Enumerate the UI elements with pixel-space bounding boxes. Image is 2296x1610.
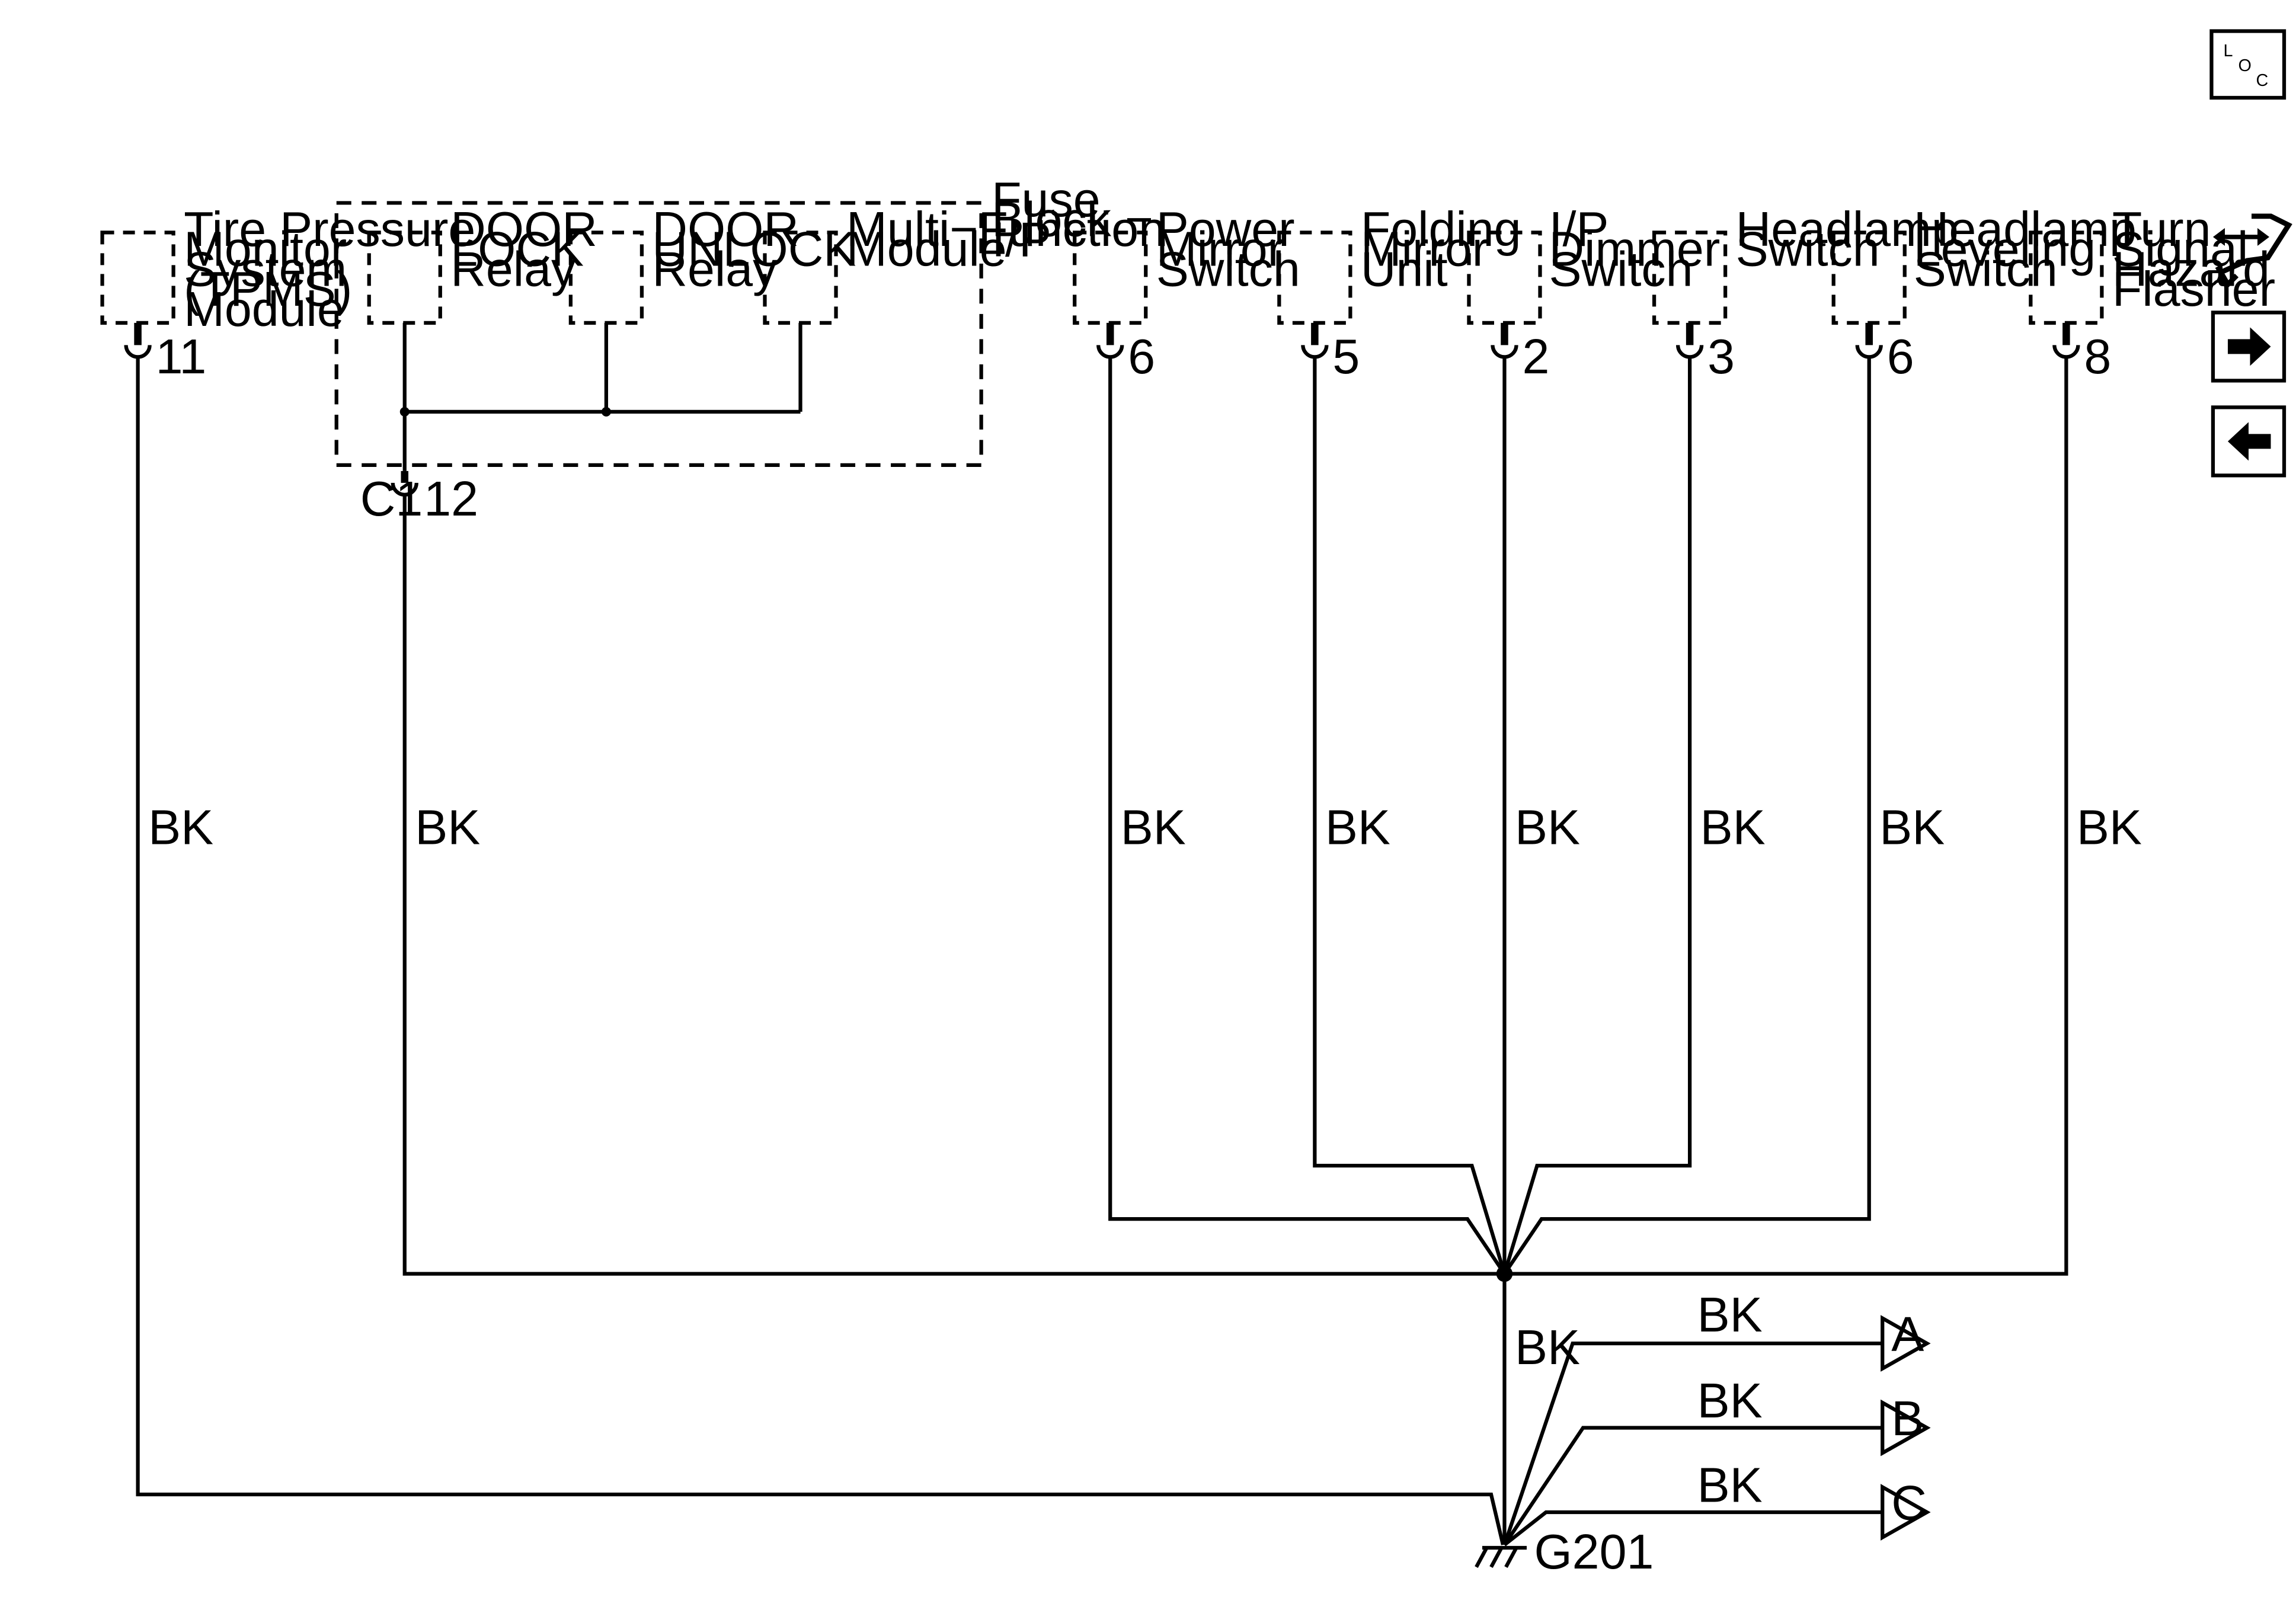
tpms-module-box: [100, 231, 175, 325]
headlamp-switch-label: Headlamp Switch: [1736, 202, 1972, 277]
power-mirror-switch-label: Power Mirror Switch: [1156, 202, 1309, 296]
destination-c-arrow[interactable]: [1881, 1484, 1931, 1541]
wire-fuse-block: [402, 494, 1505, 1276]
destination-c-label: C: [1891, 1476, 1927, 1531]
ground-symbol: [1475, 1545, 1527, 1568]
splice-dot: [601, 406, 611, 417]
door-lock-relay-label: DOOR LOCK Relay: [450, 202, 610, 296]
arrow-right-icon[interactable]: [2211, 311, 2287, 383]
wire-leveling: [1502, 357, 1871, 1275]
pin-tpms: 11: [156, 329, 207, 384]
main-splice: [1496, 1265, 1513, 1282]
pin-dimmer: 2: [1522, 329, 1549, 384]
folding-mirror-unit-label: Folding Mirror Unit: [1361, 202, 1535, 296]
wire-color-folding-mirror: BK: [1325, 801, 1390, 855]
wire-color-ground: BK: [1515, 1320, 1580, 1375]
wire-power-mirror: [1108, 357, 1507, 1275]
destination-b-arrow[interactable]: [1881, 1399, 1931, 1457]
splice-dot: [399, 406, 410, 417]
wire-color-dimmer: BK: [1515, 801, 1580, 855]
door-unlock-relay-label: DOOR UNLOCK Relay: [652, 202, 869, 296]
wire-color-fuse-block: BK: [415, 801, 480, 855]
wire-color-tpms: BK: [148, 801, 213, 855]
wire-color-c: BK: [1697, 1458, 1763, 1513]
wire-to-a: [1502, 1341, 1883, 1546]
pin-power-mirror: 6: [1128, 329, 1155, 384]
wire-to-c: [1503, 1510, 1883, 1547]
pin-leveling: 6: [1887, 329, 1914, 384]
tpms-label: Tire Pressure Monitor System (TPMS) Modu…: [184, 202, 489, 337]
connector-view-icon[interactable]: [2212, 213, 2292, 289]
wire-to-b: [1502, 1426, 1883, 1546]
fuse-block-label: Fuse Block − I/P: [992, 172, 1167, 267]
wire-color-b: BK: [1697, 1374, 1763, 1428]
loc-letter-c: C: [2256, 71, 2268, 90]
pin-headlamp: 3: [1707, 329, 1735, 384]
wire-headlamp: [1502, 357, 1692, 1275]
arrow-left-icon[interactable]: [2211, 405, 2287, 478]
wire-tpms: [136, 357, 1505, 1545]
connector-c1: C1: [360, 472, 423, 526]
ground-label: G201: [1534, 1525, 1654, 1579]
wire-color-headlamp: BK: [1700, 801, 1766, 855]
turn-signal-flasher-label: Turn Signal Hazard Flasher: [2112, 202, 2284, 316]
wire-color-a: BK: [1697, 1288, 1763, 1342]
wire-turn-signal: [1504, 357, 2068, 1276]
wire-folding-mirror: [1313, 357, 1507, 1275]
multi-function-module-label: Multi−Function Module: [846, 202, 1179, 277]
destination-a-arrow[interactable]: [1881, 1315, 1931, 1372]
pin-folding-mirror: 5: [1332, 329, 1360, 384]
wire-color-power-mirror: BK: [1121, 801, 1186, 855]
loc-letter-l: L: [2223, 41, 2233, 60]
dimmer-switch-label: I/P Dimmer Switch: [1549, 202, 1734, 296]
pin-fuse-block: 12: [424, 472, 478, 526]
destination-b-label: B: [1891, 1391, 1924, 1446]
wire-color-leveling: BK: [1879, 801, 1945, 855]
headlamp-leveling-switch-label: Headlamp Leveling Switch: [1914, 202, 2150, 296]
wire-color-turn-signal: BK: [2077, 801, 2142, 855]
loc-letter-o: O: [2238, 56, 2251, 75]
destination-a-label: A: [1891, 1307, 1924, 1362]
loc-button[interactable]: L O C: [2209, 29, 2287, 100]
pin-turn-signal: 8: [2084, 329, 2111, 384]
